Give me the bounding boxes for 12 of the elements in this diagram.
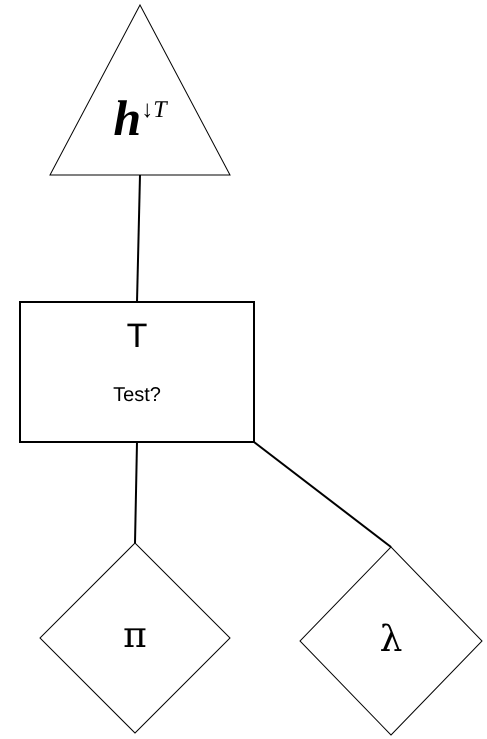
decision-diamond xyxy=(40,543,230,733)
decision-diamond xyxy=(300,547,482,735)
node-label: λ xyxy=(378,618,404,662)
triangle-node xyxy=(50,5,230,175)
process-box xyxy=(20,302,254,442)
math-label: h$^{↓T}$ xyxy=(112,89,169,148)
node-label: π xyxy=(122,614,148,658)
connector-line xyxy=(134,442,138,544)
node-label: T xyxy=(126,316,148,356)
connector-line xyxy=(253,441,392,548)
connector-line xyxy=(136,174,141,302)
node-subtitle: Test? xyxy=(112,383,162,408)
